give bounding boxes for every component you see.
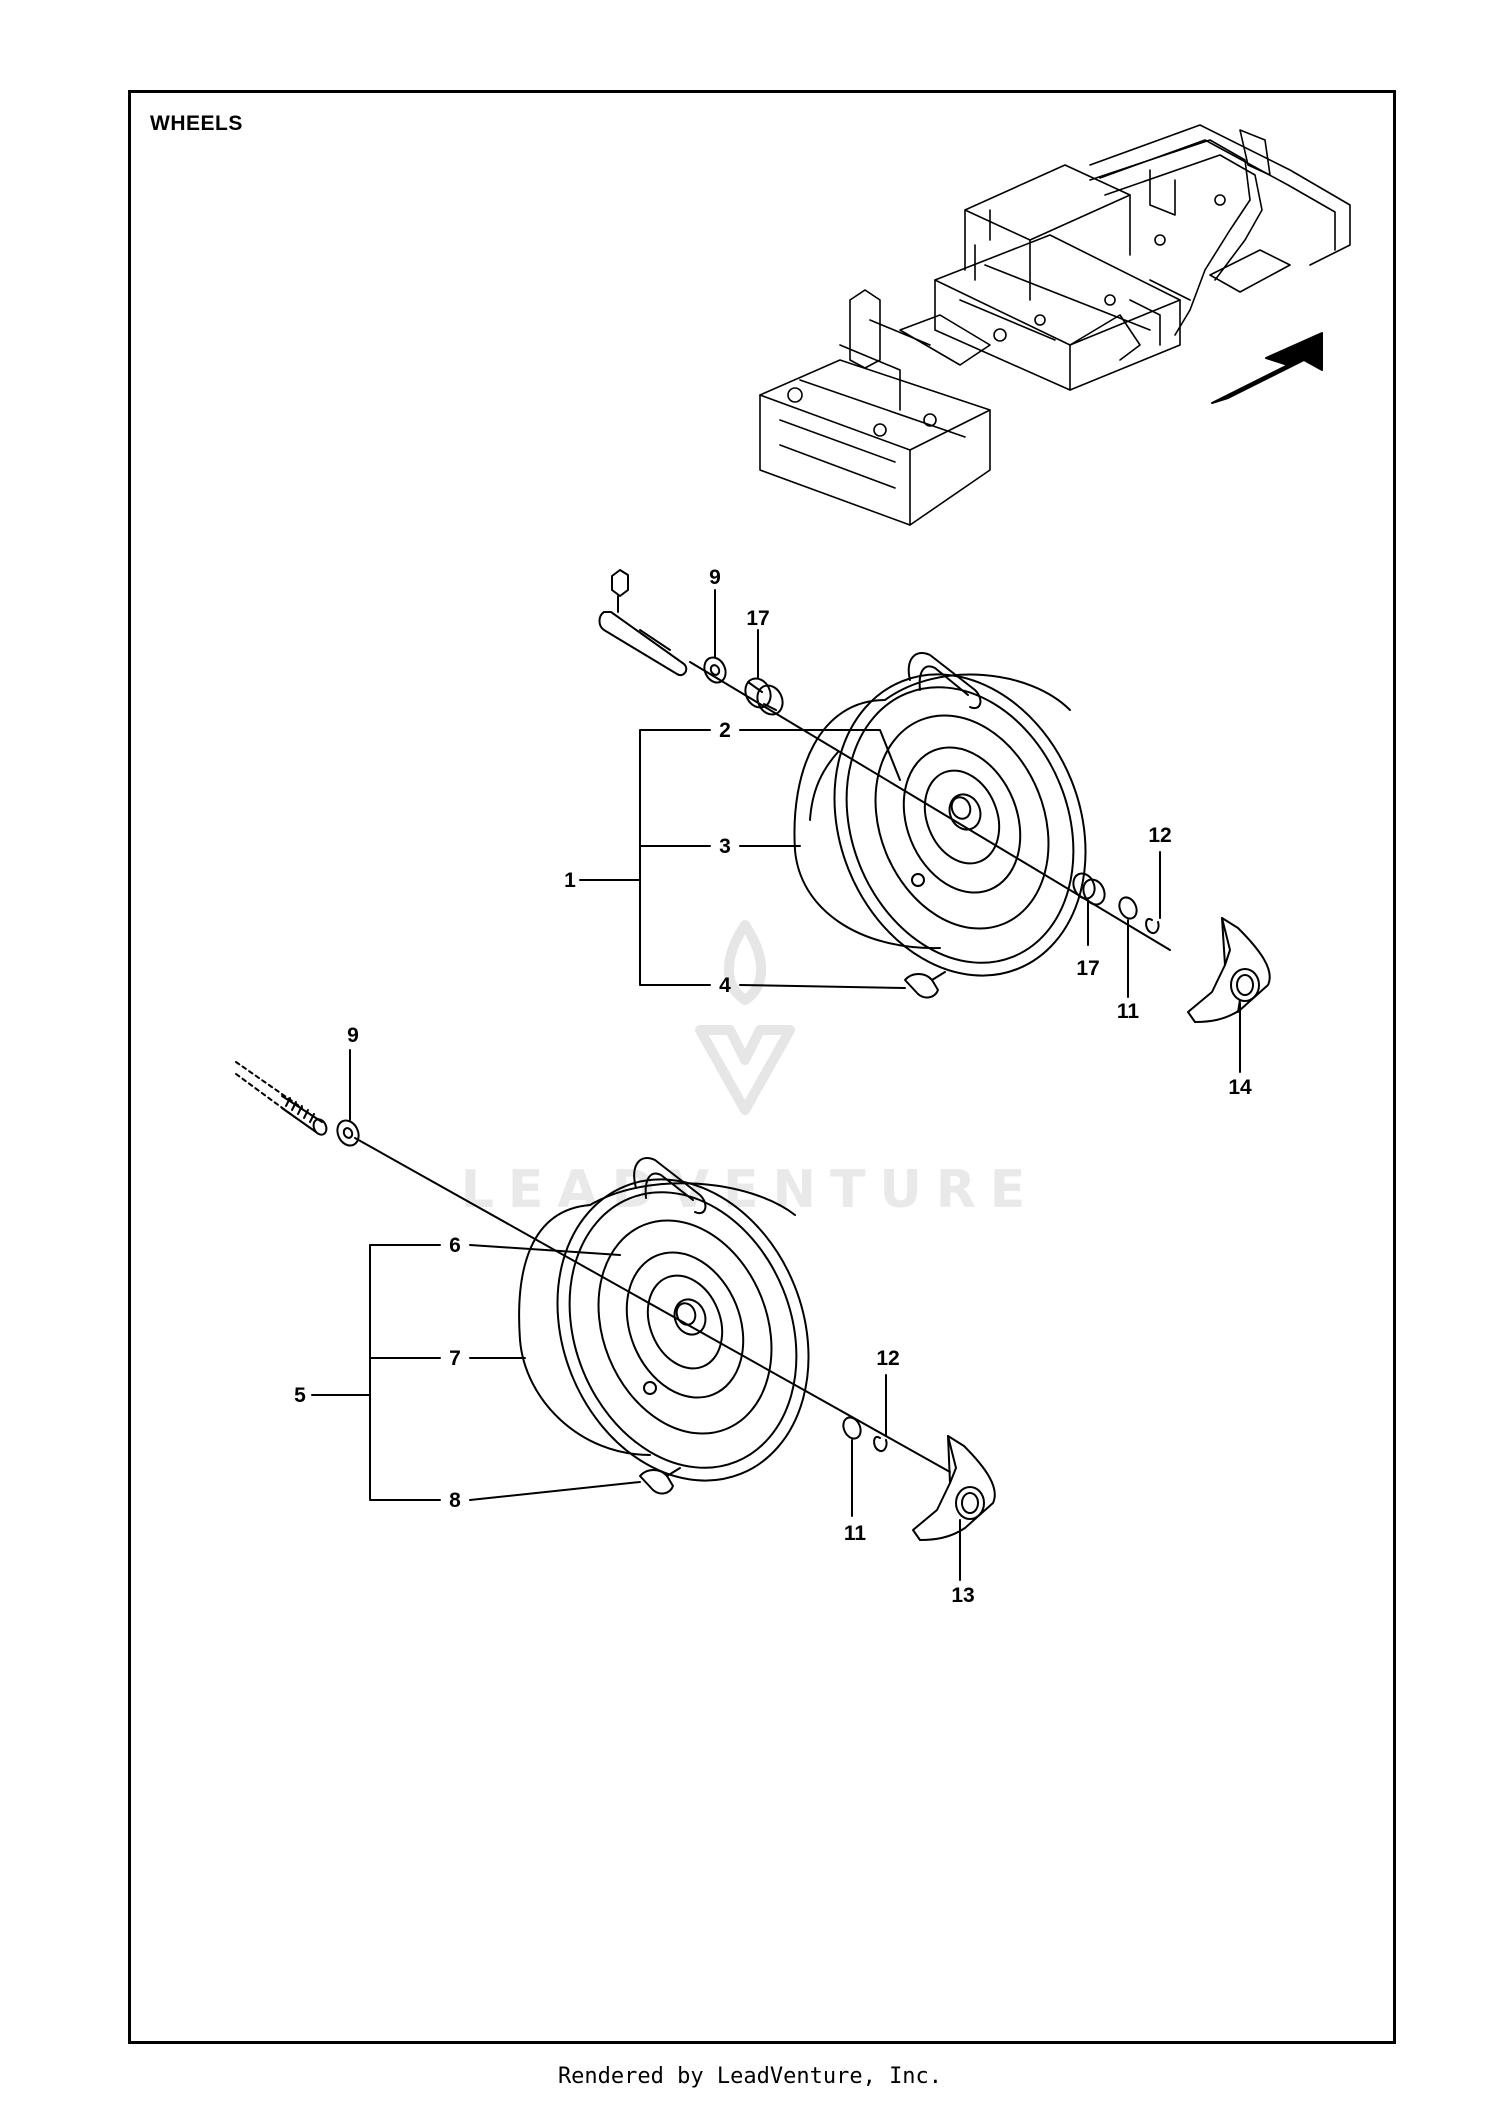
callout-3: 3 xyxy=(719,835,731,858)
callout-9-upper: 9 xyxy=(709,566,721,589)
callout-11-lower: 11 xyxy=(844,1522,867,1545)
callout-17-lower: 17 xyxy=(1076,957,1099,980)
rear-wheel-assembly xyxy=(598,569,1271,1023)
valve-stem-lower xyxy=(639,1467,681,1495)
callout-14: 14 xyxy=(1228,1076,1252,1099)
page-title: WHEELS xyxy=(150,112,243,135)
callout-1: 1 xyxy=(564,869,576,892)
callout-11-upper: 11 xyxy=(1117,1000,1140,1023)
diagram-frame xyxy=(128,90,1396,2044)
axle-bolt xyxy=(598,569,688,676)
hub-cap-14 xyxy=(1187,917,1271,1023)
washer-11-lower xyxy=(842,1416,862,1440)
hub-cap-13 xyxy=(912,1435,996,1541)
threaded-shaft xyxy=(235,1061,328,1136)
bushing-17-lower xyxy=(1072,872,1106,906)
callout-5: 5 xyxy=(294,1384,306,1407)
callout-17-upper: 17 xyxy=(746,607,769,630)
wheel-lower xyxy=(518,1157,810,1482)
valve-stem-upper xyxy=(904,971,946,999)
callout-2: 2 xyxy=(719,719,731,742)
callout-12-upper: 12 xyxy=(1148,824,1171,847)
direction-arrow-icon xyxy=(1211,332,1323,404)
washer-9-upper xyxy=(703,656,727,684)
callout-13: 13 xyxy=(951,1584,974,1607)
callout-4: 4 xyxy=(719,974,731,997)
wheel-upper xyxy=(793,652,1087,977)
callout-12-lower: 12 xyxy=(876,1347,899,1370)
clip-12-upper xyxy=(1145,917,1160,934)
washer-9-lower xyxy=(336,1119,360,1147)
front-wheel-assembly xyxy=(235,1061,996,1541)
footer-credit: Rendered by LeadVenture, Inc. xyxy=(557,2064,943,2089)
callout-8: 8 xyxy=(449,1489,461,1512)
leadventure-flame-logo xyxy=(695,920,795,1115)
callout-6: 6 xyxy=(449,1234,461,1257)
clip-12-lower xyxy=(873,1435,888,1452)
callout-7: 7 xyxy=(449,1347,461,1370)
tractor-frame-illustration xyxy=(759,124,1351,526)
washer-11-upper xyxy=(1118,896,1138,920)
callout-9-lower: 9 xyxy=(347,1024,359,1047)
